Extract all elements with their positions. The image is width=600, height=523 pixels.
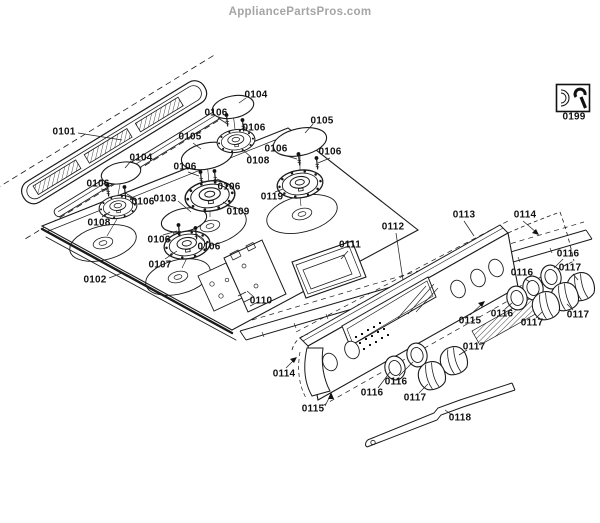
panel-burner-ring (69, 224, 137, 262)
leader-lines (77, 97, 579, 416)
display-buttons (355, 322, 389, 350)
panel-display-window (341, 276, 439, 350)
lower-trim-strip-0118 (365, 382, 516, 448)
burner-cap-0104 (100, 161, 142, 185)
mounting-bracket-0110 (197, 239, 287, 313)
burner-cap-0105 (272, 127, 328, 157)
burner-caps (100, 94, 328, 233)
control-panel-0113 (291, 211, 575, 407)
panel-burner-ring (145, 258, 211, 296)
panel-end-cap-0115 (298, 347, 331, 399)
knob-holes (322, 258, 504, 372)
service-tools-icon (555, 83, 591, 113)
burner-cap-0104 (211, 94, 255, 120)
site-watermark: AppliancePartsPros.com (228, 6, 372, 18)
wrench-icon (573, 87, 587, 98)
vent-grille (0, 55, 244, 240)
display-module-0111 (291, 240, 367, 299)
